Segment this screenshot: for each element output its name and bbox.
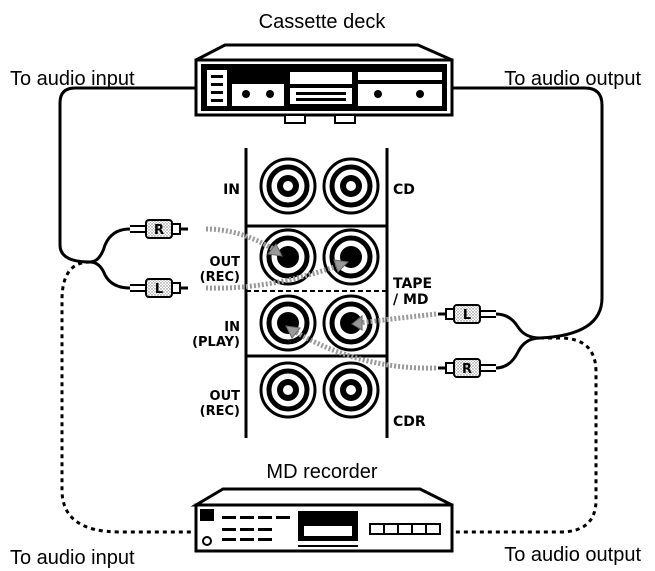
label-tape-in-1: IN [224,320,240,335]
plug-left-lower-label: L [155,282,163,297]
label-cd-in: IN [223,182,240,198]
cable-deck-output [452,86,604,370]
bottom-left-label: To audio input [10,547,135,569]
label-cd: CD [393,182,415,198]
plug-left-upper-label: R [154,223,164,238]
label-tape-in-2: (PLAY) [192,335,240,350]
jack-cd-right [324,159,378,213]
jack-tape-in-right [324,296,378,350]
plug-right-upper: L [436,303,498,325]
jack-cdr-right [324,363,378,417]
jack-cdr-left [261,363,315,417]
cable-md-input [60,260,196,534]
label-tape-out-2: (REC) [200,270,240,285]
label-tape-md-1: TAPE [393,276,432,292]
label-cdr: CDR [393,414,426,430]
arrow-heads [267,243,363,339]
jack-cd-left [261,159,315,213]
plug-right-lower-label: R [462,362,472,377]
plug-right-lower: R [436,357,498,379]
label-tape-md-2: / MD [393,292,429,308]
cassette-deck-device [194,43,454,124]
cassette-deck-label: Cassette deck [259,11,387,33]
cable-deck-input [58,86,196,290]
cable-md-output [452,336,598,534]
label-cdr-out-2: (REC) [200,404,240,419]
signal-arrows [205,226,437,371]
jack-tape-out-right [324,230,378,284]
top-right-label: To audio output [504,68,641,90]
md-recorder-label: MD recorder [266,461,377,483]
bottom-right-label: To audio output [504,544,641,566]
jack-tape-in-left [261,296,315,350]
rear-panel: IN CD OUT (REC) TAPE / MD IN (PLAY) OUT … [192,148,432,438]
plug-left-lower: L [128,277,190,299]
plug-right-upper-label: L [463,308,471,323]
plug-left-upper: R [128,218,190,240]
label-tape-out-1: OUT [210,255,241,270]
top-left-label: To audio input [10,68,135,90]
md-recorder-device [190,487,454,553]
label-cdr-out-1: OUT [210,389,241,404]
